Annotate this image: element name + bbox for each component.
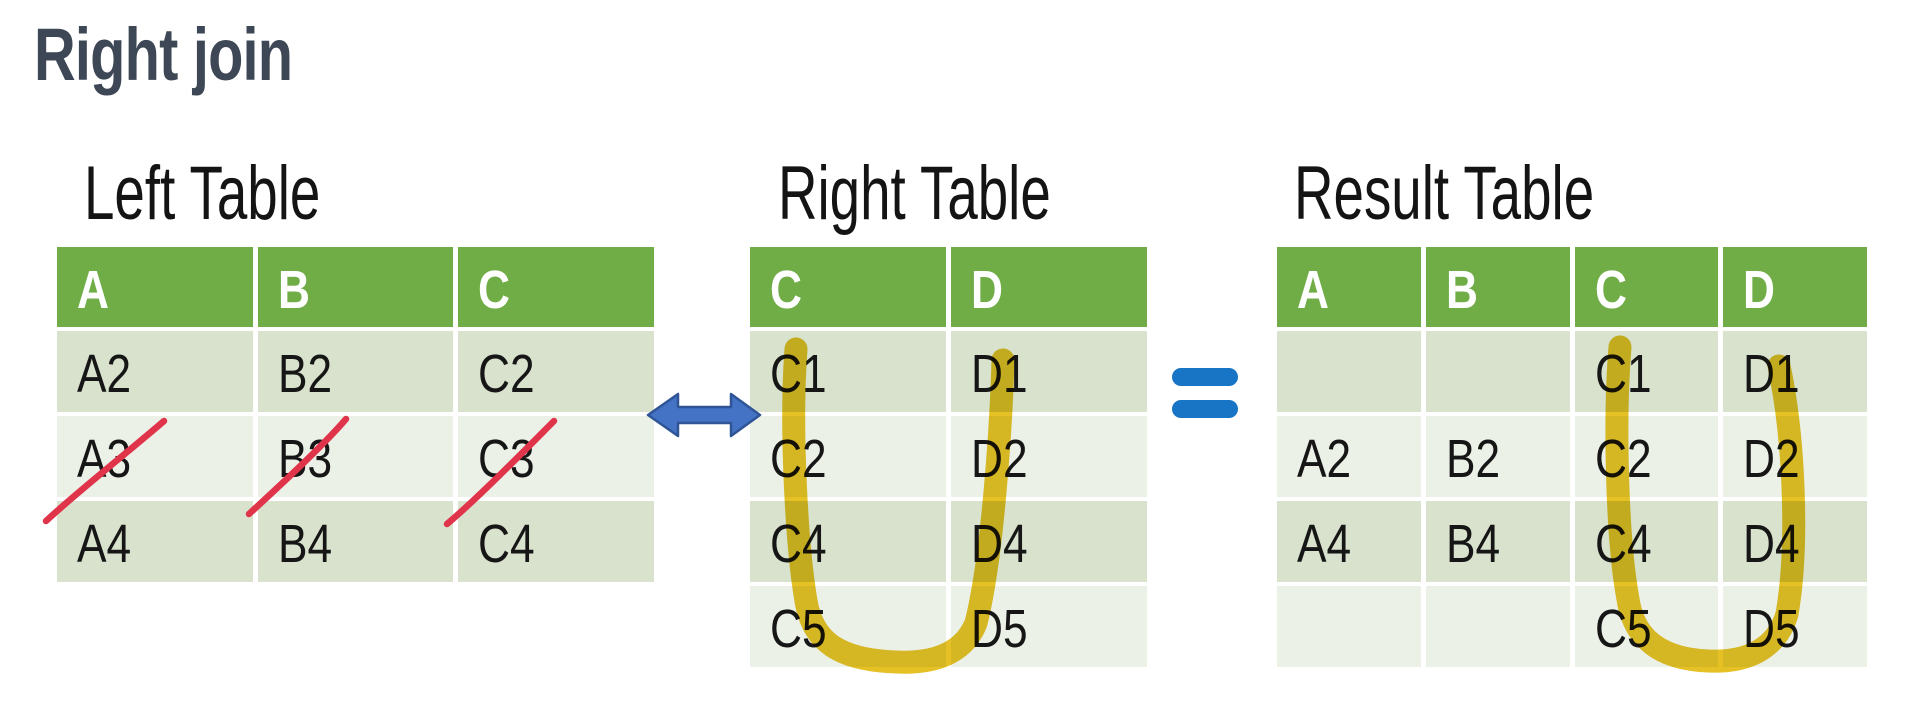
page-title-text: Right join	[34, 13, 293, 96]
data-cell: C4	[750, 501, 946, 582]
left-right-arrow-icon	[645, 390, 763, 440]
data-cell: D1	[951, 331, 1147, 412]
data-cell: B3	[257, 416, 454, 497]
left-table-caption: Left Table	[84, 151, 321, 236]
data-cell: C5	[1574, 586, 1719, 667]
data-cell: B4	[1425, 501, 1570, 582]
equals-bar-top	[1172, 368, 1238, 386]
data-cell: D5	[951, 586, 1147, 667]
data-cell: B2	[257, 331, 454, 412]
data-cell: C2	[458, 331, 654, 412]
equals-icon	[1172, 368, 1238, 420]
data-cell: C4	[458, 501, 654, 582]
data-cell: B2	[1425, 416, 1570, 497]
data-cell: D5	[1723, 586, 1867, 667]
data-cell: C2	[1574, 416, 1719, 497]
data-cell: D1	[1723, 331, 1867, 412]
data-cell: B4	[257, 501, 454, 582]
column-header: D	[951, 247, 1147, 327]
column-header: C	[1574, 247, 1719, 327]
data-cell: D2	[951, 416, 1147, 497]
data-cell: D4	[951, 501, 1147, 582]
data-cell: C4	[1574, 501, 1719, 582]
data-cell: A2	[57, 331, 253, 412]
empty-cell	[1425, 586, 1570, 667]
column-header: D	[1723, 247, 1867, 327]
data-cell: A3	[57, 416, 253, 497]
page-title: Right join	[34, 16, 365, 94]
empty-cell	[1277, 586, 1421, 667]
column-header: B	[1425, 247, 1570, 327]
data-cell: C5	[750, 586, 946, 667]
data-cell: A4	[57, 501, 253, 582]
column-header: A	[1277, 247, 1421, 327]
empty-cell	[1277, 331, 1421, 412]
column-header: A	[57, 247, 253, 327]
empty-cell	[1425, 331, 1570, 412]
data-cell: A4	[1277, 501, 1421, 582]
right-table-caption: Right Table	[778, 151, 1051, 236]
data-cell: C2	[750, 416, 946, 497]
column-header: C	[750, 247, 946, 327]
equals-bar-bottom	[1172, 400, 1238, 418]
column-header: B	[257, 247, 454, 327]
result-table-caption: Result Table	[1294, 151, 1595, 236]
data-cell: C1	[1574, 331, 1719, 412]
data-cell: A2	[1277, 416, 1421, 497]
data-cell: D4	[1723, 501, 1867, 582]
data-cell: C3	[458, 416, 654, 497]
column-header: C	[458, 247, 654, 327]
data-cell: D2	[1723, 416, 1867, 497]
data-cell: C1	[750, 331, 946, 412]
